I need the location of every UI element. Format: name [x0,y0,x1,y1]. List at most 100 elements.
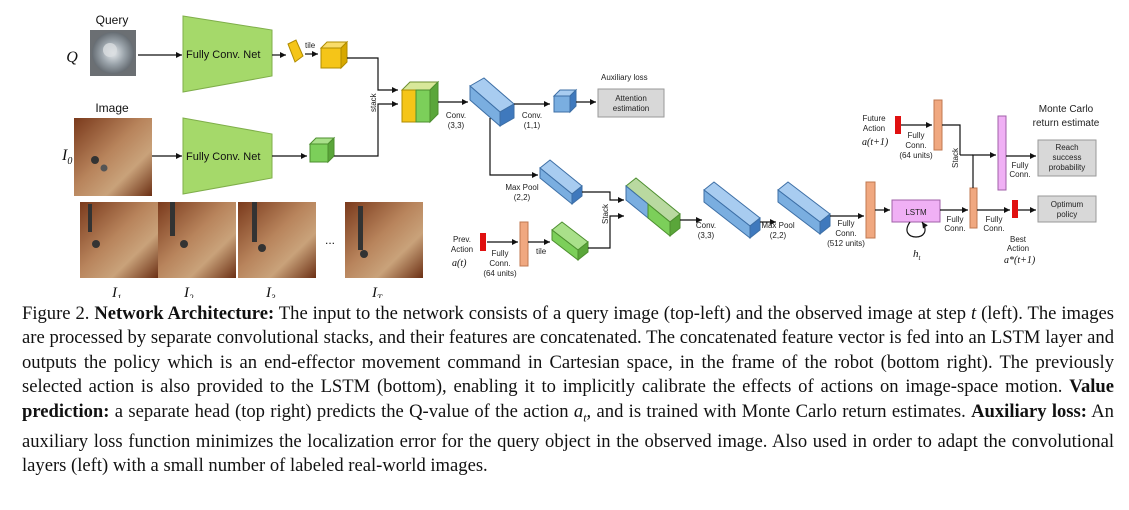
stack-label-left: stack [369,92,378,112]
arrow-lstm-to-stack [972,152,996,188]
tile-label-bottom: tile [536,247,547,256]
frame-i2-object [180,240,188,248]
conv33-b-line1: Conv. [696,221,716,230]
lstm-fc-bar [969,187,978,229]
frame-label-i3: I3 [265,285,276,298]
fc64-b-line3: (64 units) [899,151,933,160]
caption-text-2a: a separate head (top right) predicts the… [109,400,574,422]
image-i0-object1 [91,156,99,164]
maxpool-a-line2: (2,2) [514,193,531,202]
image-title: Image [95,101,129,115]
caption-text-3: An auxiliary loss function minimizes the… [22,400,1114,477]
frame-i1 [80,202,158,278]
stacked-front-green [415,89,431,123]
conv11-line2: (1,1) [524,121,541,130]
query-fcn [182,15,273,93]
conv-block1-front [469,84,501,128]
value-fc-line1: Fully [1012,161,1029,170]
value-fc-line2: Conn. [1009,170,1030,179]
query-feature-small [287,39,304,63]
reach-line1: Reach [1055,143,1078,152]
frame-i3-object [258,244,266,252]
image-fcn [182,117,273,195]
future-action-line2: Action [863,124,885,133]
fc64-a-line3: (64 units) [483,269,517,278]
frame-it-arm [358,206,363,250]
maxpool-block-front [539,166,573,206]
lstm-fc-line2: Conn. [944,224,965,233]
fc64-b-line1: Fully [908,131,925,140]
conv33-b-line2: (3,3) [698,231,715,240]
frame-label-it: IT [371,285,383,298]
query-fcn-label: Fully Conv. Net [186,49,260,61]
conv11-line1: Conv. [522,111,542,120]
frame-i1-arm [88,204,92,232]
lstm-fc-line1: Fully [947,215,964,224]
best-fc-line2: Conn. [983,224,1004,233]
fc512-line2: Conn. [835,229,856,238]
stack-label-right: Stack [951,147,960,168]
arrow-image-to-stack [334,101,398,157]
fc512-line1: Fully [838,219,855,228]
caption-var-a: a [573,400,584,422]
arrow-to-maxpool [489,118,538,178]
future-fc-bar [933,99,943,151]
image-i0 [74,118,152,196]
caption-var-a-sub: t [583,410,587,425]
query-object-highlight [103,43,117,57]
best-fc-line1: Fully [986,215,1003,224]
prev-action-symbol: a(t) [452,258,467,269]
fc512-bar [865,181,876,239]
prev-tiled-front [551,228,579,262]
frame-it [345,202,423,278]
query-symbol: Q [66,49,78,66]
caption-heading-value: Value prediction: [22,376,1114,422]
reach-line2: success [1053,153,1082,162]
caption-text-1a: The input to the network consists of a q… [274,303,971,324]
attention-box [597,88,665,118]
value-concat-bar [997,115,1007,191]
best-action-symbol: a*(t+1) [1004,255,1036,266]
frame-i2-arm [170,202,175,236]
best-action-line2: Action [1007,244,1029,253]
image-fcn-label: Fully Conv. Net [186,151,260,163]
aux-cube-front [553,95,571,113]
fc64-a-line2: Conn. [489,259,510,268]
query-tiled-front [320,47,342,69]
arrow-maxpool-stack [582,191,624,203]
caption-heading-architecture: Network Architecture: [94,303,275,324]
attention-line1: Attention [615,94,647,103]
caption-heading-aux: Auxiliary loss: [971,400,1087,422]
best-action-bar [1012,200,1018,218]
frame-i3 [238,202,316,278]
aux-loss-title: Auxiliary loss [601,73,648,82]
frame-ellipsis: ... [325,233,335,247]
image-feature-front [309,143,329,163]
stacked-front-yellow [401,89,417,123]
network-architecture-diagram: Query Q Fully Conv. Net tile Image I0 Fu… [61,13,1100,298]
caption-text-1b: (left). The images are processed by sepa… [22,303,1115,398]
mc-title-line1: Monte Carlo [1039,104,1094,115]
maxpool-a-line1: Max Pool [505,183,539,192]
conv33-a-line2: (3,3) [448,121,465,130]
arrow-prev-stack [588,213,624,249]
prev-action-bar [480,233,486,251]
prev-action-line1: Prev. [453,235,471,244]
reach-box [1037,139,1097,177]
fc64-a-line1: Fully [492,249,509,258]
frame-label-i2: I2 [183,285,194,298]
frame-i3-arm [252,202,257,242]
optimum-box [1037,195,1097,223]
caption-text-2b: , and is trained with Monte Carlo return… [586,400,972,422]
frame-sequence: ... [80,202,423,278]
frame-i2 [158,202,236,278]
tile-label-top: tile [305,41,316,50]
lstm-label: LSTM [905,208,927,217]
frame-i1-object [92,240,100,248]
conv-block4-front [777,188,821,236]
fc64-b-line2: Conn. [905,141,926,150]
lstm-box [891,199,941,223]
frame-it-object [360,250,368,258]
mc-title-line2: return estimate [1033,118,1100,129]
optimum-line2: policy [1057,210,1077,219]
